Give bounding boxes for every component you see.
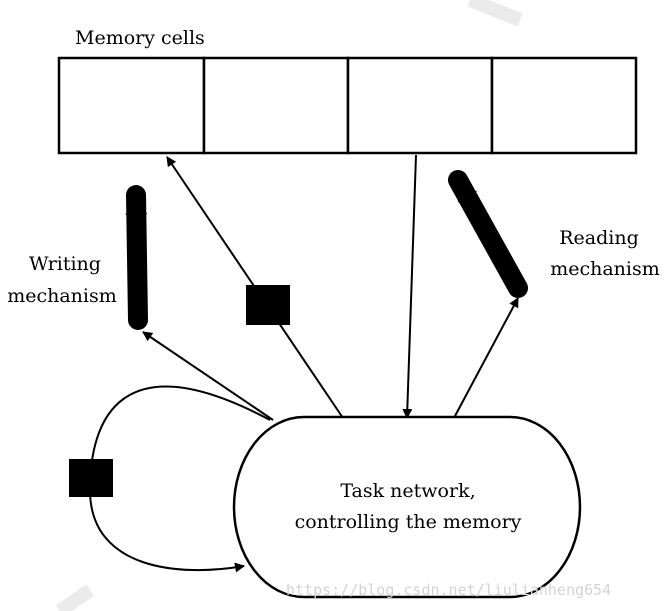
memory-cell-1 — [57, 56, 206, 155]
task-network-label-line2: controlling the memory — [295, 511, 522, 533]
memory-cell-3 — [346, 56, 494, 155]
reading-mechanism-label-line1: Reading — [559, 227, 639, 249]
arrow-task-to-reading — [454, 297, 519, 417]
memory-cells — [57, 56, 638, 155]
gate-square-write — [246, 285, 290, 325]
arrow-memory-cell-3-to-task — [402, 154, 417, 419]
writing-mechanism-arrow — [125, 185, 148, 330]
decor-stroke-top — [467, 0, 523, 27]
memory-cells-label: Memory cells — [75, 27, 205, 49]
gate-square-loop — [69, 459, 113, 497]
memory-cell-2 — [202, 56, 350, 155]
reading-mechanism-label-line2: mechanism — [550, 258, 660, 280]
decor-stroke-bottom — [55, 584, 95, 611]
writing-mechanism-label-line1: Writing — [29, 253, 101, 275]
watermark-text: https://blog.csdn.net/liulianheng654 — [286, 581, 611, 599]
reading-mechanism-arrow — [448, 170, 528, 298]
writing-mechanism-label-line2: mechanism — [7, 285, 117, 307]
task-network-label-line1: Task network, — [340, 480, 475, 502]
memory-cell-4 — [490, 56, 638, 155]
task-network-node — [232, 415, 582, 599]
arrow-task-to-writing — [142, 331, 274, 421]
